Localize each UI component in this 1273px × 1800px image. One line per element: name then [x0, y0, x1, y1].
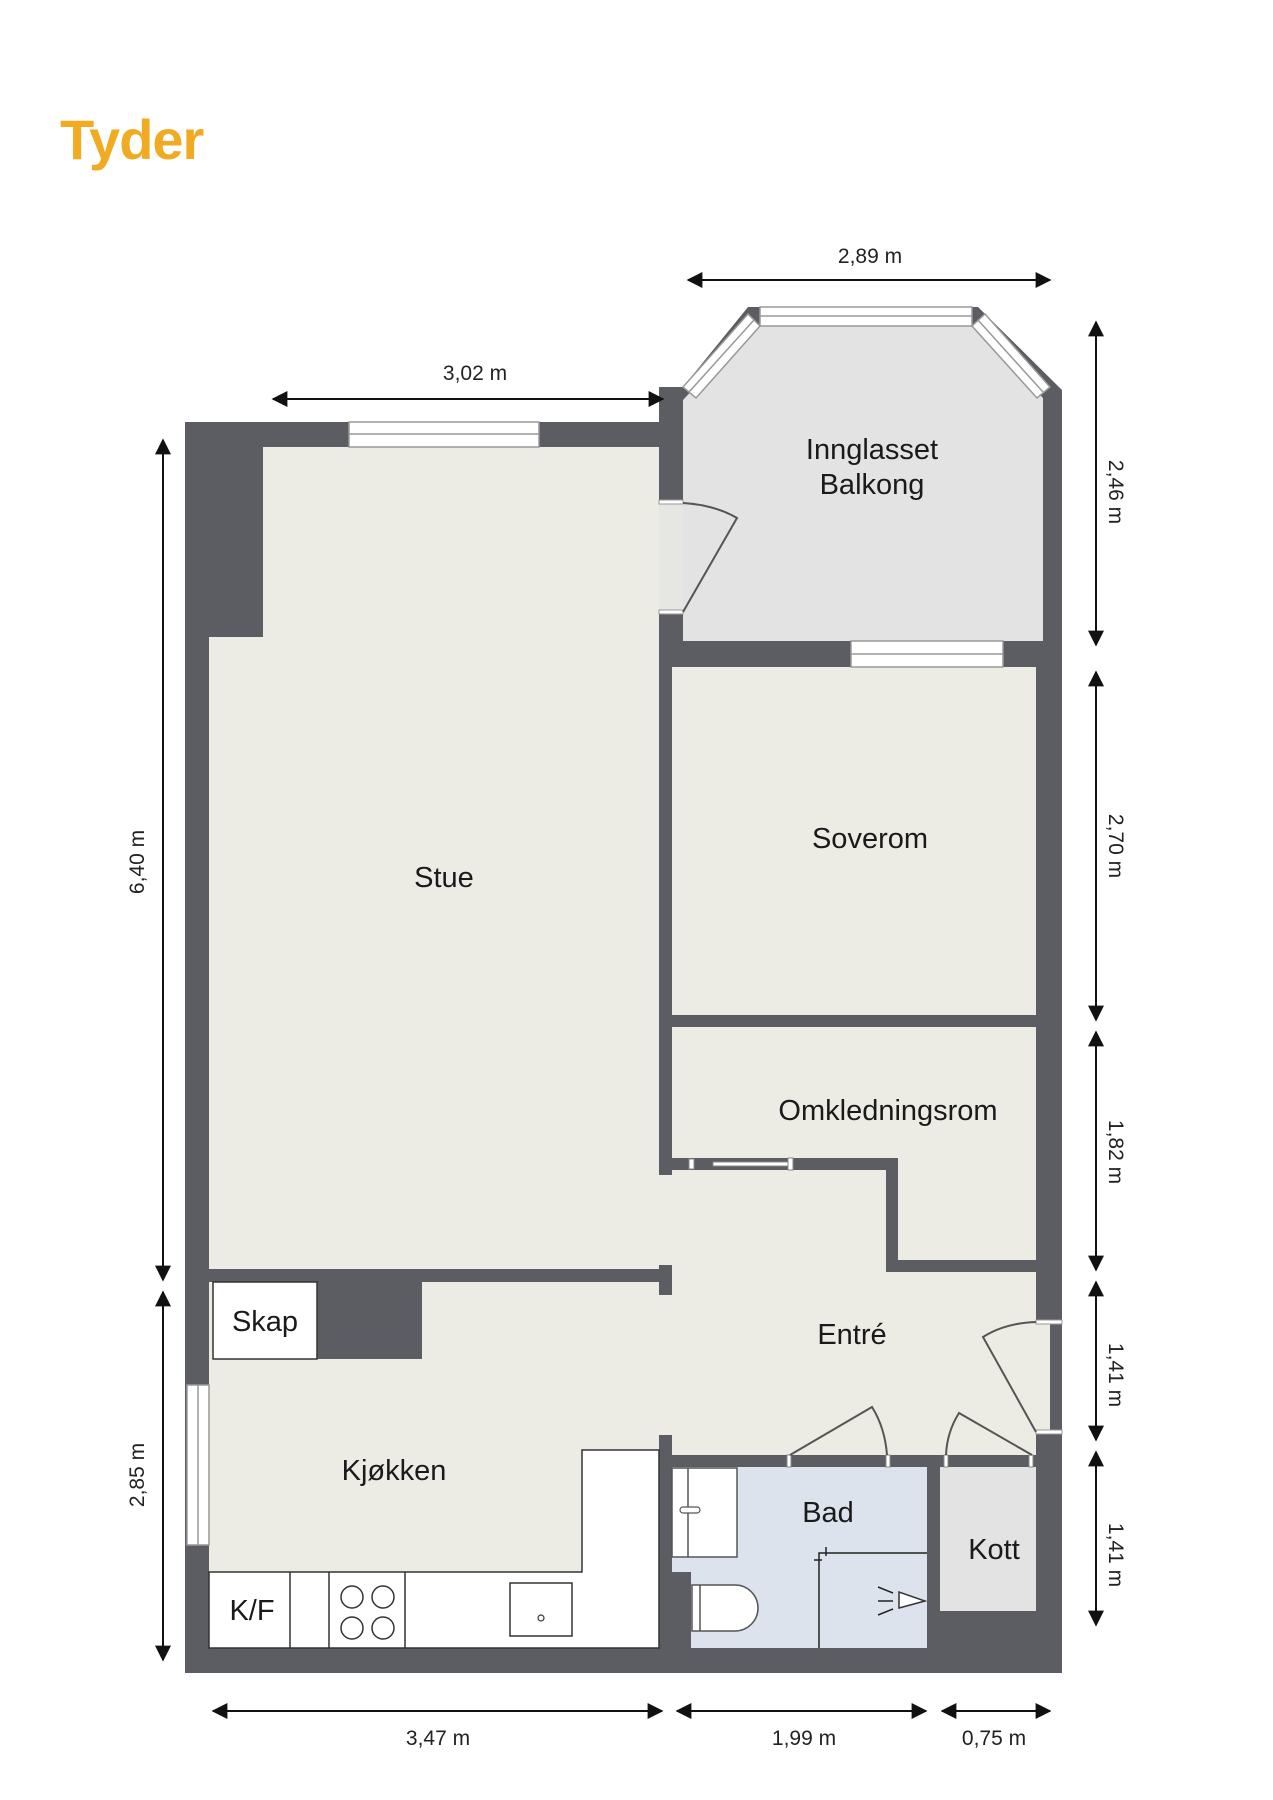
living-floor — [209, 447, 659, 1269]
window-kitchen — [186, 1384, 210, 1546]
room-labels: Innglasset Balkong Stue Soverom Omkledni… — [229, 434, 1019, 1627]
window-balcony-right — [970, 312, 1052, 400]
window-balcony-top — [759, 306, 973, 327]
dim-bottom-kitchen: 3,47 m — [406, 1727, 470, 1750]
label-closet: Skap — [232, 1306, 298, 1338]
dimension-labels: 3,02 m 2,89 m 6,40 m 2,85 m 2,46 m 2,70 … — [126, 245, 1127, 1750]
label-bedroom: Soverom — [812, 823, 928, 855]
dimension-lines — [155, 272, 1104, 1719]
fixtures — [208, 1281, 928, 1649]
interior-walls — [209, 667, 1036, 1673]
doors — [658, 499, 1063, 1468]
dim-right-balcony: 2,46 m — [1104, 460, 1127, 524]
dim-top-balcony: 2,89 m — [838, 245, 902, 268]
windows — [186, 306, 1052, 1546]
dressing-floor — [672, 1027, 1036, 1260]
dim-right-bedroom: 2,70 m — [1104, 814, 1127, 878]
sink-icon — [509, 1582, 573, 1637]
dim-bottom-bath: 1,99 m — [772, 1727, 836, 1750]
dim-top-living: 3,02 m — [443, 362, 507, 385]
door-entrance — [981, 1319, 1063, 1435]
bath-sink-icon — [671, 1467, 738, 1558]
label-fridge: K/F — [229, 1595, 274, 1627]
label-bathroom: Bad — [802, 1497, 854, 1529]
label-balcony-line2: Balkong — [820, 469, 925, 501]
closet-box — [212, 1281, 318, 1360]
door-dressing-sliding — [688, 1157, 794, 1171]
label-kitchen: Kjøkken — [342, 1455, 447, 1487]
door-balcony — [658, 499, 739, 615]
window-living-top — [348, 421, 540, 448]
dim-right-dressing: 1,82 m — [1104, 1120, 1127, 1184]
label-dressing: Omkledningsrom — [778, 1095, 997, 1127]
window-bedroom — [850, 640, 1004, 668]
toilet-icon — [691, 1584, 759, 1632]
entrance-floor — [659, 1170, 1050, 1455]
dim-bottom-storage: 0,75 m — [962, 1727, 1026, 1750]
dim-right-entrance: 1,41 m — [1104, 1343, 1127, 1407]
brand-logo: Tyder — [60, 108, 204, 171]
door-bath — [786, 1405, 891, 1468]
shower-icon — [814, 1547, 928, 1648]
label-balcony-line1: Innglasset — [806, 434, 938, 466]
bedroom-floor — [672, 667, 1036, 1015]
dim-left-upper: 6,40 m — [126, 830, 149, 894]
label-storage: Kott — [968, 1534, 1020, 1566]
door-storage — [943, 1411, 1034, 1468]
window-balcony-left — [681, 312, 762, 400]
dim-right-storage: 1,41 m — [1104, 1523, 1127, 1587]
label-entrance: Entré — [817, 1319, 886, 1351]
balcony-floor — [683, 326, 1043, 641]
storage-floor — [940, 1467, 1036, 1611]
label-living: Stue — [414, 862, 474, 894]
stove-icon — [340, 1585, 395, 1640]
dim-left-lower: 2,85 m — [126, 1443, 149, 1507]
